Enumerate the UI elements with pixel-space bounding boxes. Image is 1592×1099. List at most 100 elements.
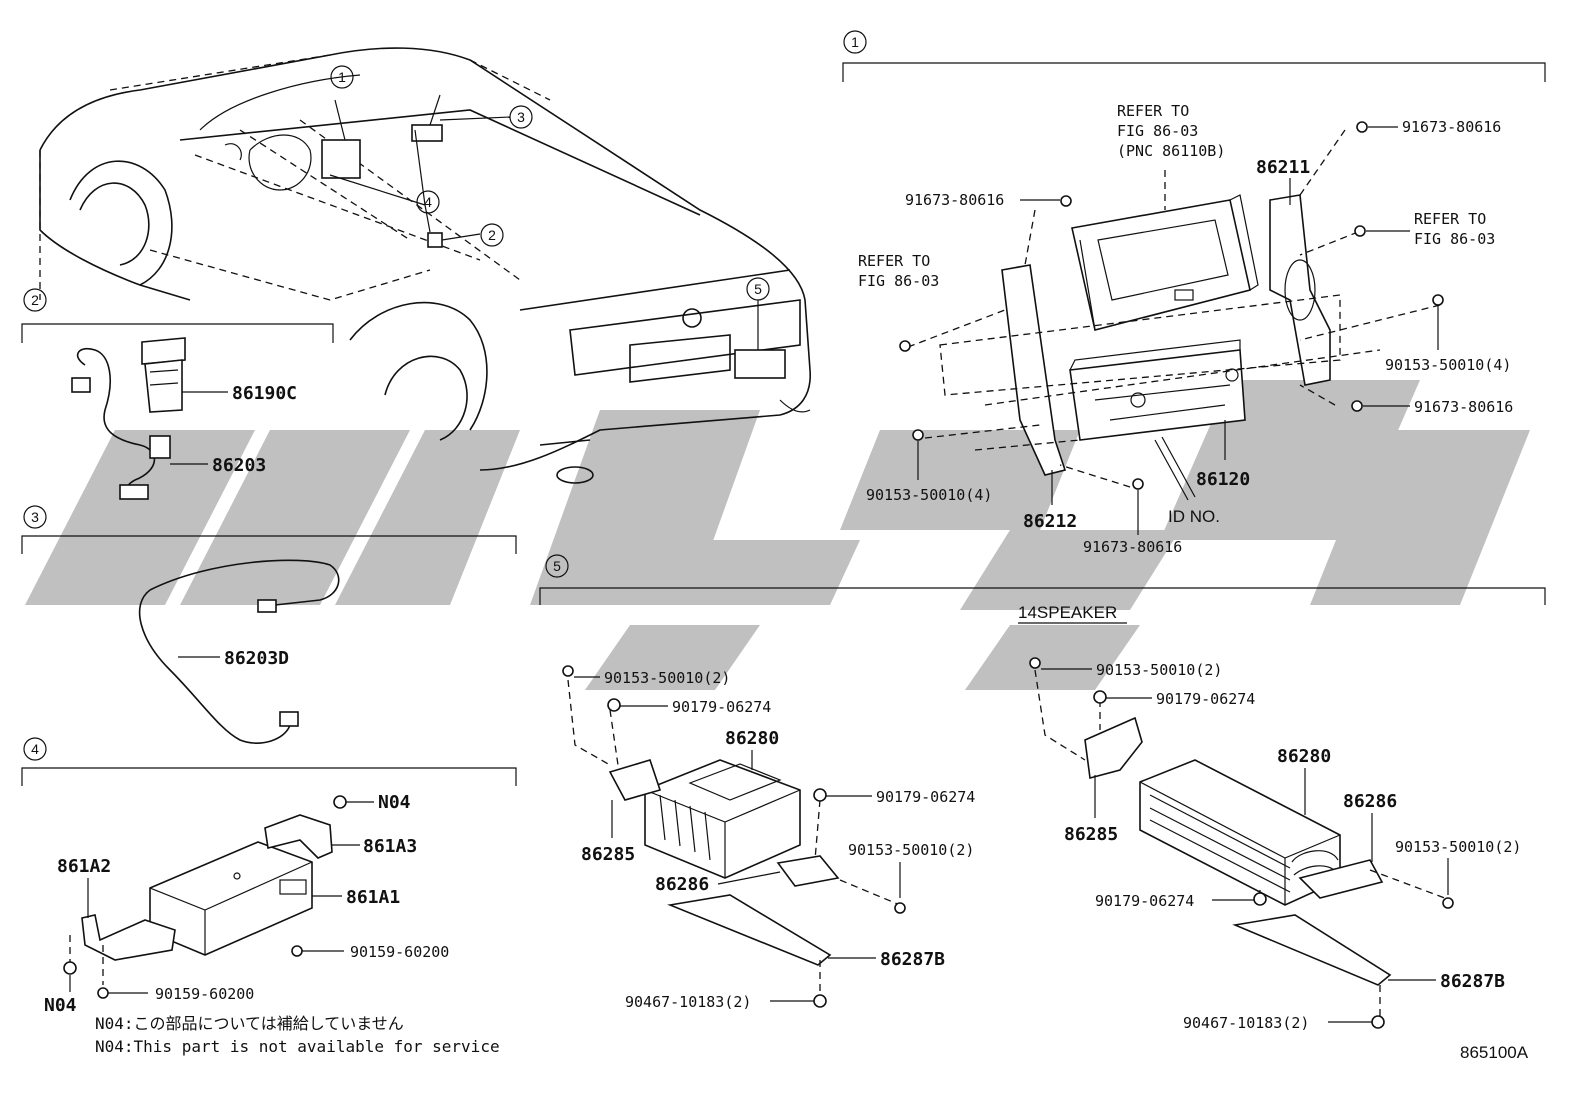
section-1-header: 1 bbox=[842, 30, 1546, 82]
car-callout-1: 1 bbox=[330, 65, 354, 89]
screw-91673-right-mid: 91673-80616 bbox=[1351, 398, 1513, 416]
svg-text:86203D: 86203D bbox=[224, 648, 289, 669]
svg-text:N04: N04 bbox=[44, 995, 77, 1016]
bracket-86285-left: 86285 bbox=[581, 800, 635, 865]
wire-86203: 86203 bbox=[71, 347, 266, 500]
svg-text:90153-50010(4): 90153-50010(4) bbox=[1385, 356, 1511, 374]
bracket-86286-right: 86286 bbox=[1343, 791, 1397, 862]
svg-text:1: 1 bbox=[338, 69, 346, 85]
svg-text:90159-60200: 90159-60200 bbox=[155, 985, 254, 1003]
svg-text:2: 2 bbox=[31, 292, 39, 308]
svg-text:1: 1 bbox=[851, 34, 859, 50]
svg-text:90179-06274: 90179-06274 bbox=[1095, 892, 1194, 910]
svg-text:86285: 86285 bbox=[581, 844, 635, 865]
screw-91673-top-left: 91673-80616 bbox=[905, 191, 1072, 209]
svg-text:91673-80616: 91673-80616 bbox=[1414, 398, 1513, 416]
amplifier-right-group bbox=[1034, 669, 1451, 1020]
svg-text:91673-80616: 91673-80616 bbox=[1402, 118, 1501, 136]
switch-86190C: 86190C bbox=[141, 337, 297, 413]
svg-text:REFER TO: REFER TO bbox=[1414, 210, 1486, 228]
svg-text:86120: 86120 bbox=[1196, 469, 1250, 490]
head-unit-assembly bbox=[907, 129, 1441, 488]
svg-text:N04: N04 bbox=[378, 792, 411, 813]
svg-text:FIG 86-03: FIG 86-03 bbox=[1414, 230, 1495, 248]
amp-86280-left: 86280 bbox=[725, 728, 779, 770]
bracket-86287B-right: 86287B bbox=[1388, 971, 1505, 992]
antenna-cord-86203D: 86203D bbox=[138, 559, 340, 744]
section-2-header: 2 bbox=[21, 288, 334, 343]
svg-text:5: 5 bbox=[553, 558, 561, 574]
part-86212: 86212 bbox=[1023, 470, 1077, 532]
svg-text:REFER TO: REFER TO bbox=[858, 252, 930, 270]
car-illustration bbox=[39, 47, 811, 484]
svg-text:86203: 86203 bbox=[212, 455, 266, 476]
nut-90179-left-top: 90179-06274 bbox=[607, 698, 771, 716]
svg-text:14SPEAKER: 14SPEAKER bbox=[1018, 603, 1117, 622]
refer-fig-right: REFER TO FIG 86-03 bbox=[1354, 210, 1495, 248]
id-no-label: ID NO. bbox=[1154, 436, 1220, 526]
svg-text:90153-50010(2): 90153-50010(2) bbox=[848, 841, 974, 859]
figure-id: 865100A bbox=[1460, 1043, 1529, 1062]
svg-text:86212: 86212 bbox=[1023, 511, 1077, 532]
svg-text:90153-50010(4): 90153-50010(4) bbox=[866, 486, 992, 504]
svg-text:4: 4 bbox=[31, 741, 39, 757]
watermark-logo bbox=[25, 380, 1530, 690]
svg-text:REFER TO: REFER TO bbox=[1117, 102, 1189, 120]
svg-text:86287B: 86287B bbox=[880, 949, 945, 970]
bolt-90159-b: 90159-60200 bbox=[97, 945, 254, 1003]
svg-text:5: 5 bbox=[754, 281, 762, 297]
svg-text:90153-50010(2): 90153-50010(2) bbox=[604, 669, 730, 687]
nut-90179-right-top: 90179-06274 bbox=[1093, 690, 1255, 708]
amplifier-left-group bbox=[567, 679, 901, 995]
part-86211: 86211 bbox=[1256, 157, 1310, 205]
bolt-90153-left: 90153-50010(4) bbox=[866, 429, 992, 504]
screw-91673-top-right: 91673-80616 bbox=[1356, 118, 1501, 136]
bracket-86285-right: 86285 bbox=[1064, 775, 1118, 845]
bolt-90153-right-right: 90153-50010(2) bbox=[1395, 838, 1521, 909]
svg-text:86211: 86211 bbox=[1256, 157, 1310, 178]
svg-text:91673-80616: 91673-80616 bbox=[905, 191, 1004, 209]
svg-text:90179-06274: 90179-06274 bbox=[876, 788, 975, 806]
svg-text:N04:この部品については補給していません: N04:この部品については補給していません bbox=[95, 1014, 404, 1033]
bracket-861A2: 861A2 bbox=[57, 856, 176, 961]
bracket-861A3: 861A3 bbox=[264, 814, 417, 859]
bolt-90153-right-top: 90153-50010(2) bbox=[1029, 657, 1222, 679]
svg-text:4: 4 bbox=[424, 194, 432, 210]
bolt-90153-left-right: 90153-50010(2) bbox=[848, 841, 974, 914]
refer-fig-left: REFER TO FIG 86-03 bbox=[858, 252, 939, 352]
nut-90179-right-left: 90179-06274 bbox=[1095, 892, 1267, 910]
car-callout-2: 2 bbox=[480, 223, 504, 247]
svg-text:ID NO.: ID NO. bbox=[1168, 507, 1220, 526]
svg-text:90179-06274: 90179-06274 bbox=[672, 698, 771, 716]
svg-text:N04:This part is not available: N04:This part is not available for servi… bbox=[95, 1037, 500, 1056]
nut-N04-top: N04 bbox=[333, 792, 411, 813]
svg-text:90467-10183(2): 90467-10183(2) bbox=[1183, 1014, 1309, 1032]
service-note: N04:この部品については補給していません N04:This part is n… bbox=[95, 1014, 500, 1056]
svg-text:86285: 86285 bbox=[1064, 824, 1118, 845]
svg-text:3: 3 bbox=[31, 509, 39, 525]
svg-text:(PNC 86110B): (PNC 86110B) bbox=[1117, 142, 1225, 160]
svg-text:861A1: 861A1 bbox=[346, 887, 400, 908]
section-5-header: 5 bbox=[539, 554, 1546, 605]
svg-text:86287B: 86287B bbox=[1440, 971, 1505, 992]
svg-text:3: 3 bbox=[517, 109, 525, 125]
svg-text:90467-10183(2): 90467-10183(2) bbox=[625, 993, 751, 1011]
svg-text:91673-80616: 91673-80616 bbox=[1083, 538, 1182, 556]
svg-text:86280: 86280 bbox=[1277, 746, 1331, 767]
svg-text:FIG 86-03: FIG 86-03 bbox=[1117, 122, 1198, 140]
svg-text:90159-60200: 90159-60200 bbox=[350, 943, 449, 961]
svg-text:90153-50010(2): 90153-50010(2) bbox=[1395, 838, 1521, 856]
screw-91673-bottom: 91673-80616 bbox=[1083, 478, 1182, 556]
svg-text:90179-06274: 90179-06274 bbox=[1156, 690, 1255, 708]
nut-N04-bottom: N04 bbox=[44, 935, 77, 1016]
bolt-90153-right: 90153-50010(4) bbox=[1385, 294, 1511, 374]
bracket-86287B-left: 86287B bbox=[828, 949, 945, 970]
car-callout-5: 5 bbox=[746, 277, 770, 301]
bolt-90467-right: 90467-10183(2) bbox=[1183, 1014, 1385, 1032]
bolt-90467-left: 90467-10183(2) bbox=[625, 993, 827, 1011]
svg-text:861A2: 861A2 bbox=[57, 856, 111, 877]
amp-86280-right: 86280 bbox=[1277, 746, 1331, 815]
bolt-90159-a: 90159-60200 bbox=[291, 943, 449, 961]
